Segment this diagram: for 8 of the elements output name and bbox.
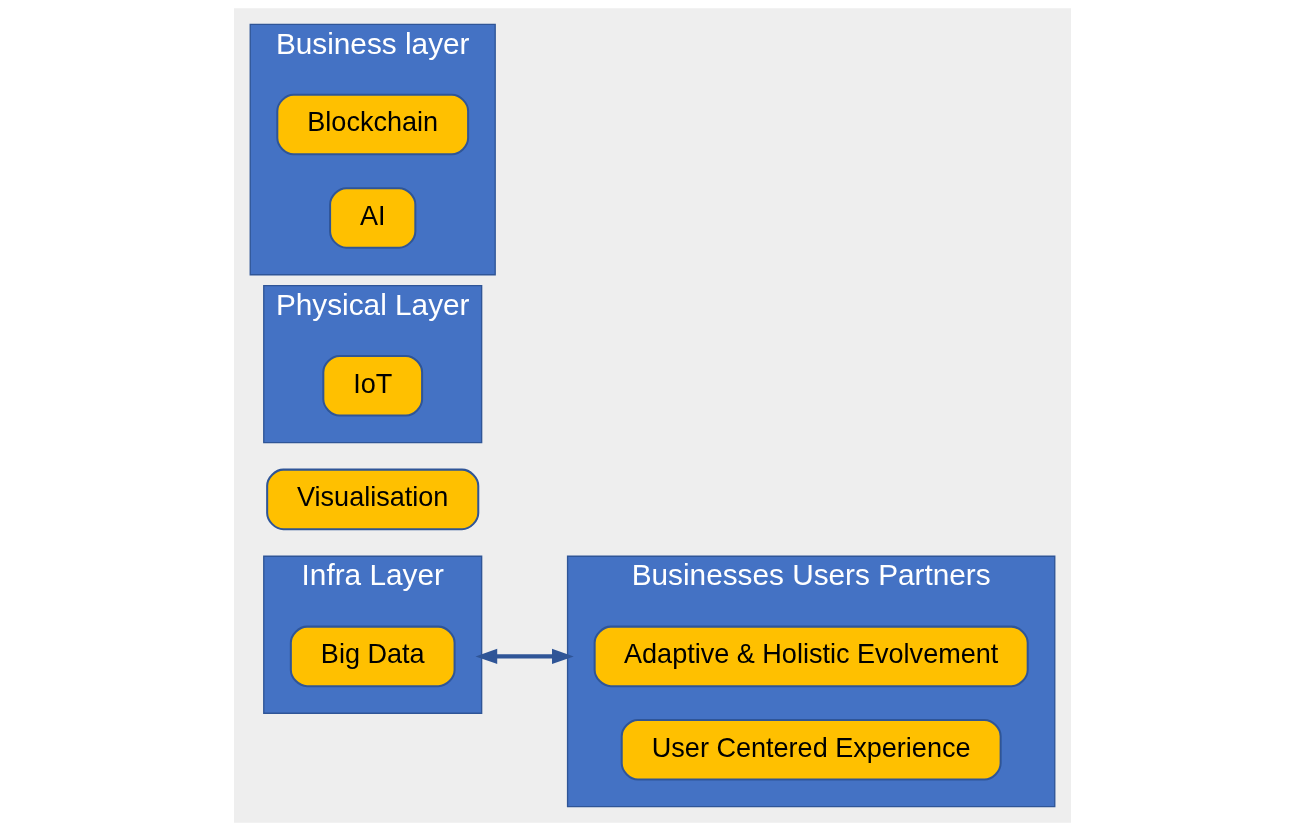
node-box: Blockchain (275, 93, 469, 156)
node-box: Big Data (289, 625, 456, 688)
node-box: IoT (321, 354, 423, 417)
node-box: Adaptive & Holistic Evolvement (593, 625, 1029, 688)
node-box: User Centered Experience (620, 718, 1002, 781)
node-box: AI (328, 187, 416, 249)
node-box: Visualisation (265, 468, 479, 531)
arrow (475, 648, 574, 664)
